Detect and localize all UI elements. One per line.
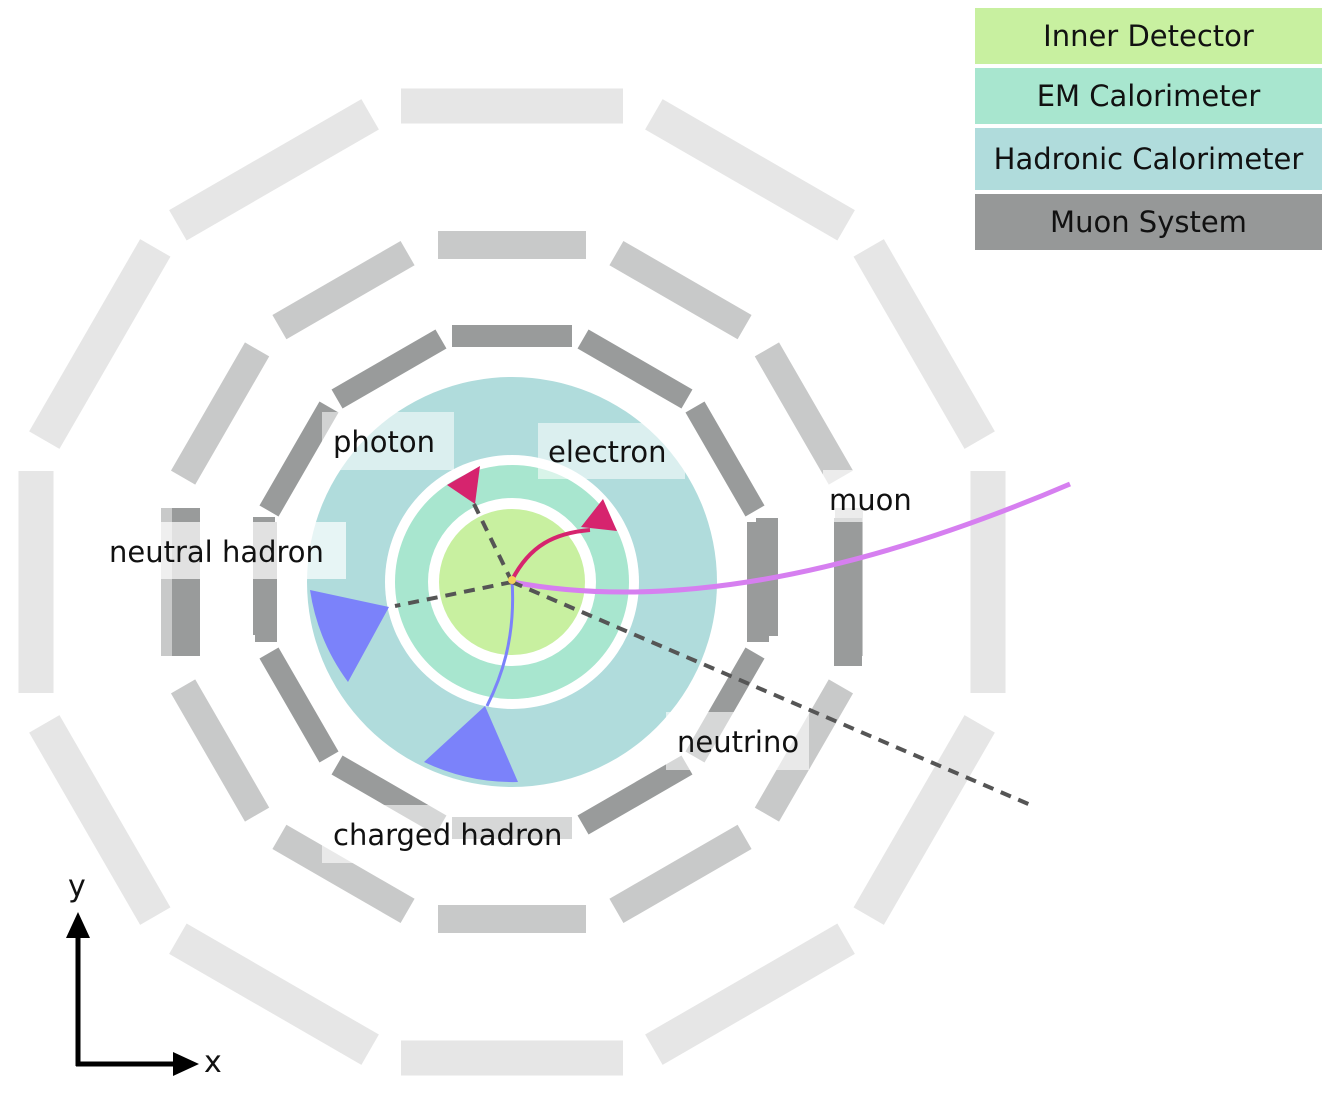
muon-chamber-side [834,518,862,666]
photon-track [472,503,514,583]
muon-chamber-inner [259,647,339,763]
legend-inner-detector: Inner Detector [975,8,1322,64]
neutral-hadron-track [394,580,513,608]
muon-chamber-middle [754,342,854,485]
neutral-hadron-deposit [310,590,389,682]
photon-label: photon [333,425,435,459]
muon-chamber-outer [29,715,171,925]
muon-chamber-inner [577,329,693,409]
muon-chamber-outer [970,471,1006,693]
muon-chamber-middle [272,240,415,340]
neutrino-label: neutrino [677,725,799,759]
legend-em-calorimeter: EM Calorimeter [975,68,1322,124]
muon-chamber-outer [401,88,623,124]
muon-track [511,481,1071,595]
muon-chamber-outer [29,239,171,449]
muon-chamber-middle [170,342,270,485]
legend-hadronic-calorimeter: Hadronic Calorimeter [975,128,1322,190]
electron-label: electron [548,435,666,469]
charged-hadron-track [485,579,515,707]
photon-deposit [447,466,480,504]
charged-hadron-deposit [424,706,518,783]
muon-chamber-middle [438,231,586,259]
legend: Inner Detector EM Calorimeter Hadronic C… [975,8,1322,254]
muon-chamber-outer [169,99,379,241]
muon-chamber-inner [452,325,572,347]
charged-hadron-label: charged hadron [333,818,562,852]
muon-chamber-inner [577,755,693,835]
muon-chamber-outer [853,239,995,449]
charged-hadron-label-bg [322,805,574,863]
muon-chamber-outer [645,99,855,241]
muon-label: muon [829,483,912,517]
interaction-point [508,576,516,584]
muon-chamber-middle [272,824,415,924]
muon-chamber-outer [18,471,54,693]
muon-system-rings [18,88,1006,1076]
muon-chamber-outer [645,923,855,1065]
y-axis-label: y [68,869,86,904]
muon-chamber-inner [331,329,447,409]
muon-chamber-outer [853,715,995,925]
legend-muon-system: Muon System [975,194,1322,250]
neutral-hadron-label: neutral hadron [109,535,324,569]
electron-label-bg [538,423,685,479]
muon-label-bg [823,470,915,522]
electron-deposit [581,499,617,531]
muon-chamber-middle [609,824,752,924]
muon-chamber-outer [169,923,379,1065]
muon-chamber-inner [685,401,765,517]
muon-chamber-middle [438,905,586,933]
muon-chamber-inner [259,401,339,517]
x-axis-arrow-icon [173,1052,199,1076]
muon-chamber-middle [609,240,752,340]
photon-label-bg [322,412,454,470]
y-axis-arrow-icon [66,912,90,938]
muon-chamber-middle [170,679,270,822]
muon-chamber-outer [401,1040,623,1076]
electron-track [510,528,591,581]
x-axis-label: x [204,1045,222,1080]
neutral-hadron-label-bg [98,522,346,579]
neutrino-label-bg [666,712,809,770]
